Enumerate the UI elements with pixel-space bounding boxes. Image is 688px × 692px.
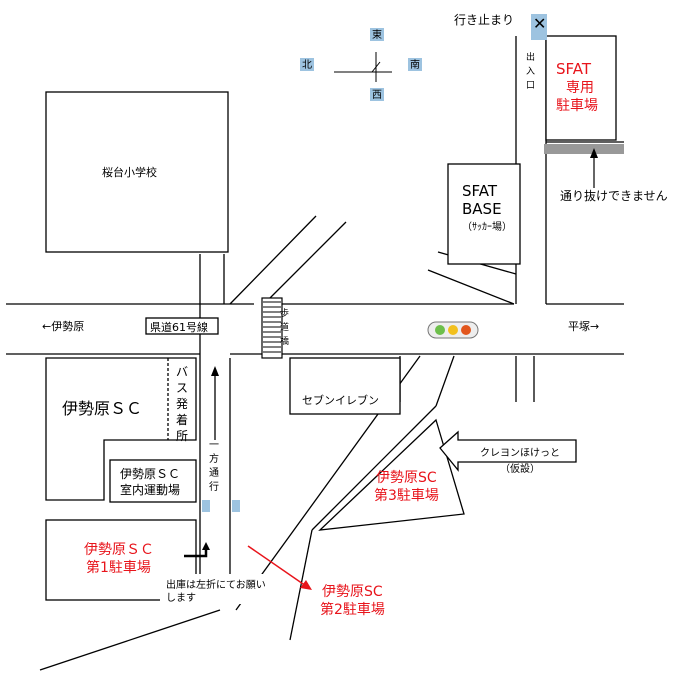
seven-eleven-label: セブンイレブン — [302, 393, 379, 407]
compass-west: 西 — [372, 90, 382, 101]
exit-note-line-1: 出庫は左折にてお願い — [166, 578, 266, 591]
gate-marker — [232, 500, 240, 512]
compass-rose — [300, 28, 422, 101]
crayon-shop-pointer-arrow-icon — [439, 430, 577, 472]
parking2-label-1: 伊勢原SC — [322, 584, 383, 600]
seven-eleven-building — [289, 357, 401, 415]
bus-stop-label-3: 発 — [176, 397, 188, 411]
route-label-box — [145, 317, 219, 335]
school-building — [45, 91, 229, 253]
iseihara-sc-label: 伊勢原ＳＣ — [62, 399, 142, 418]
bus-stop-label-5: 所 — [176, 429, 188, 443]
one-way-label-3: 通 — [209, 467, 219, 479]
no-through-bar — [544, 144, 624, 154]
compass-south: 南 — [410, 58, 420, 71]
one-way-label-2: 方 — [209, 452, 219, 465]
dead-end-label: 行き止まり — [454, 13, 514, 27]
route-label: 県道61号線 — [150, 320, 208, 334]
parking1-label-2: 第1駐車場 — [86, 559, 151, 576]
traffic-light-icon — [427, 321, 479, 339]
indoor-gym-label-2: 室内運動場 — [120, 482, 180, 497]
crayon-shop-label-1: クレヨンほけっと — [480, 447, 560, 459]
one-way-label-1: 一 — [209, 440, 219, 451]
to-hiratsuka-label: 平塚→ — [568, 320, 599, 333]
parking2-pointer-arrow-icon — [247, 545, 307, 587]
one-way-label-4: 行 — [209, 480, 219, 493]
crosswalk-label-2: 道 — [280, 321, 289, 333]
sfat-base-label-3: （ｻｯｶｰ場） — [462, 220, 512, 233]
crosswalk-label-1: 歩 — [280, 307, 289, 319]
sfat-base-label-1: SFAT — [462, 182, 498, 200]
dead-end-x-icon: ✕ — [533, 14, 546, 33]
pedestrian-bridge — [261, 297, 283, 359]
entrance-exit-label-1: 出 — [526, 51, 535, 63]
sfat-base-building — [447, 163, 521, 265]
left-turn-exit-arrow-icon — [184, 548, 208, 558]
parking2-label-2: 第2駐車場 — [320, 601, 385, 618]
exit-note-box — [160, 574, 278, 604]
compass-east: 東 — [372, 28, 382, 41]
parking3-label-1: 伊勢原SC — [376, 470, 437, 486]
parking3-area — [318, 418, 465, 531]
compass-north: 北 — [302, 59, 312, 71]
indoor-gym-building — [109, 459, 197, 503]
bus-stop-label-2: ス — [176, 381, 188, 395]
crosswalk-label-3: 橋 — [280, 335, 289, 347]
sfat-parking-area — [545, 35, 617, 141]
iseihara-sc-building — [45, 357, 197, 501]
bus-stop-label-4: 着 — [176, 412, 188, 427]
to-iseihara-label: ←伊勢原 — [42, 319, 84, 333]
gate-marker — [202, 500, 210, 512]
entrance-exit-label-3: 口 — [526, 81, 535, 91]
exit-note-line-2: します — [166, 592, 196, 604]
sfat-parking-label-2: 専用 — [566, 80, 594, 96]
bus-stop-label-1: バ — [176, 365, 188, 379]
parking1-label-1: 伊勢原ＳＣ — [84, 542, 154, 558]
dead-end-road-marker — [531, 14, 547, 40]
indoor-gym-label-1: 伊勢原ＳＣ — [120, 466, 180, 481]
parking3-label-2: 第3駐車場 — [374, 487, 439, 504]
sfat-base-label-2: BASE — [462, 200, 502, 218]
school-label: 桜台小学校 — [102, 165, 157, 179]
sfat-parking-label-1: SFAT — [556, 60, 592, 78]
no-through-label: 通り抜けできません — [560, 189, 668, 203]
crayon-shop-label-2: （仮設） — [500, 462, 540, 475]
sfat-parking-label-3: 駐車場 — [556, 97, 598, 114]
entrance-exit-label-2: 入 — [526, 66, 535, 77]
